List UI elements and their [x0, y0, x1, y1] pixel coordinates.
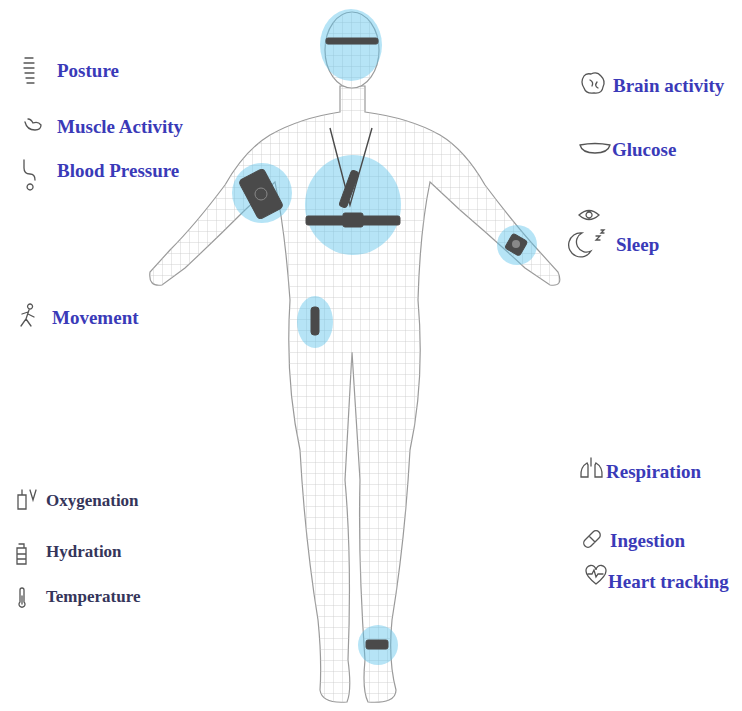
metric-label: Brain activity: [613, 76, 724, 95]
metric-label: Movement: [52, 308, 139, 327]
sensor-zones: [232, 9, 537, 665]
metric-label: Muscle Activity: [57, 117, 183, 136]
metric-label: Temperature: [46, 588, 140, 605]
wearable-devices: [238, 38, 527, 649]
metric-label: Blood Pressure: [57, 161, 179, 180]
metric-label: Heart tracking: [608, 572, 729, 591]
metric-label: Ingestion: [610, 531, 685, 550]
metric-label: Respiration: [606, 462, 701, 481]
metric-label: Hydration: [46, 543, 122, 560]
metric-label: Sleep: [616, 235, 659, 254]
metric-label: Glucose: [612, 140, 676, 159]
metric-icons: [17, 58, 610, 607]
human-figure: [150, 12, 560, 702]
metric-label: Oxygenation: [46, 492, 139, 509]
metric-label: Posture: [57, 61, 119, 80]
